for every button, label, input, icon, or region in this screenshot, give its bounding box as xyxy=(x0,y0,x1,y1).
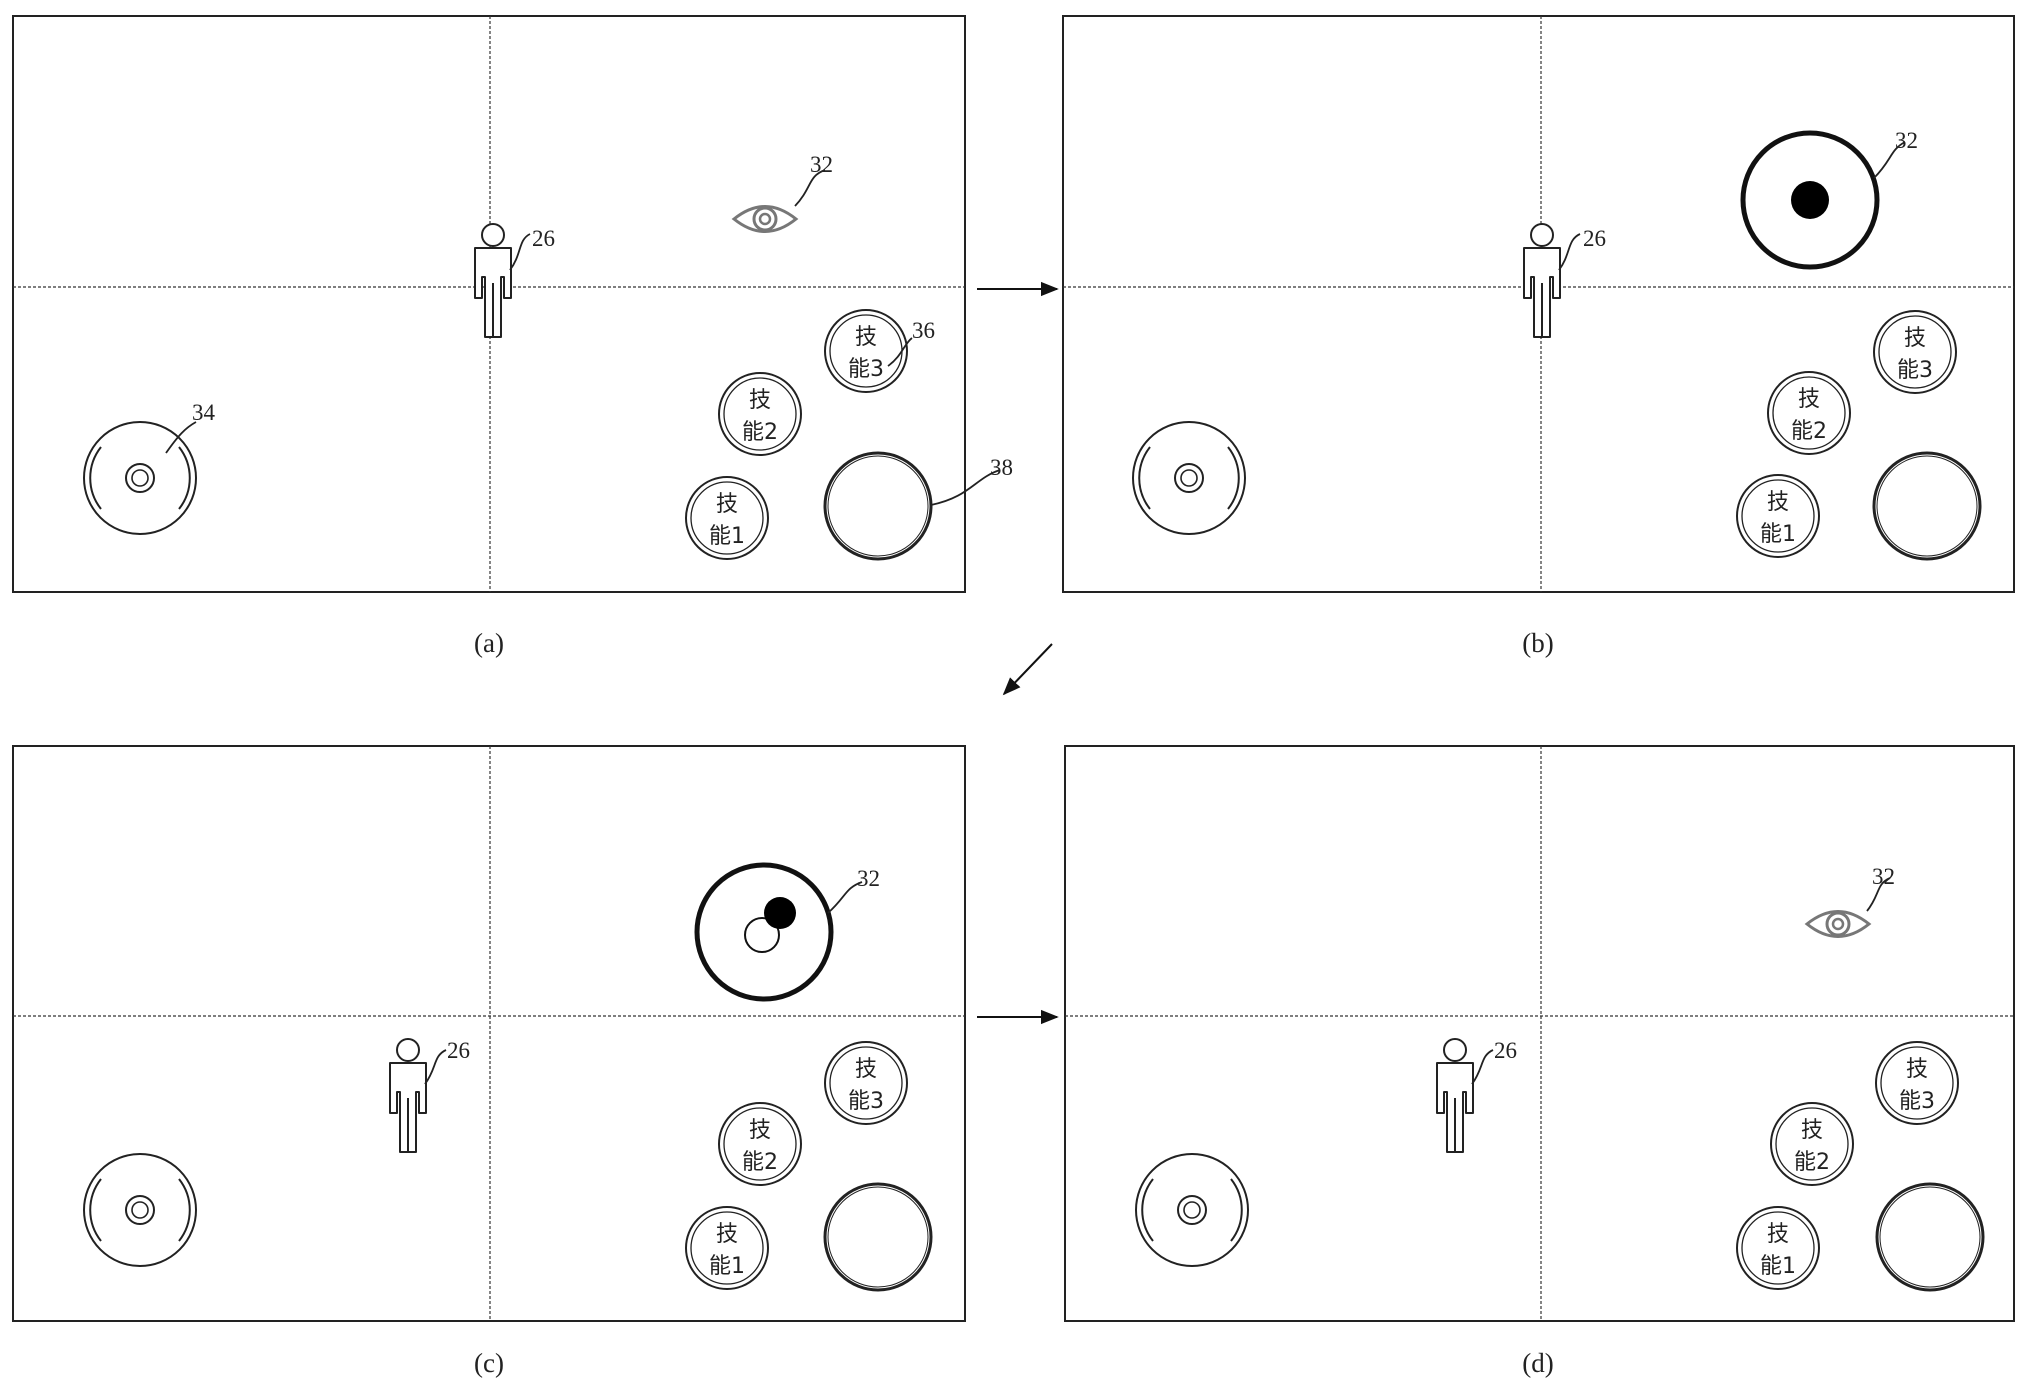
panel-caption: (d) xyxy=(1522,1348,1553,1378)
label-character: 26 xyxy=(447,1038,470,1063)
svg-text:技: 技 xyxy=(749,388,771,413)
label-attack: 38 xyxy=(990,455,1013,480)
joystick[interactable] xyxy=(1135,1153,1249,1267)
attack-button[interactable] xyxy=(1872,451,1982,561)
svg-text:能3: 能3 xyxy=(1897,358,1933,383)
panel-b: 26 32 技 能3 技 能2 技 能1 (b) xyxy=(1062,15,2015,658)
svg-text:技: 技 xyxy=(716,1222,738,1247)
label-view-control: 32 xyxy=(810,152,833,177)
skill-button-3[interactable]: 技 能3 xyxy=(1873,310,1957,394)
svg-text:技: 技 xyxy=(1801,1118,1823,1143)
svg-text:能1: 能1 xyxy=(709,1254,745,1279)
attack-button[interactable] xyxy=(823,1182,933,1292)
view-control-dragging[interactable] xyxy=(694,862,834,1002)
svg-text:技: 技 xyxy=(1798,387,1820,412)
svg-text:技: 技 xyxy=(855,325,877,350)
svg-text:技: 技 xyxy=(855,1057,877,1082)
label-view-control: 32 xyxy=(857,866,880,891)
svg-text:能2: 能2 xyxy=(742,1150,778,1175)
svg-text:能1: 能1 xyxy=(709,524,745,549)
svg-text:能2: 能2 xyxy=(742,420,778,445)
joystick[interactable] xyxy=(83,421,197,535)
panel-d: 26 32 技 能3 技 能2 技 能1 (d) xyxy=(1064,745,2015,1378)
arrow-b-to-c xyxy=(1002,643,1053,696)
skill-button-2[interactable]: 技 能2 xyxy=(718,1102,802,1186)
skill-button-1[interactable]: 技 能1 xyxy=(685,1206,769,1290)
skill-button-1[interactable]: 技 能1 xyxy=(1736,1206,1820,1290)
panel-c: 26 32 技 能3 技 能2 技 能1 (c) xyxy=(12,745,966,1378)
svg-text:技: 技 xyxy=(1767,1222,1789,1247)
skill-button-1[interactable]: 技 能1 xyxy=(685,476,769,560)
svg-text:能3: 能3 xyxy=(848,1089,884,1114)
label-joystick: 34 xyxy=(192,400,216,425)
skill-button-2[interactable]: 技 能2 xyxy=(1767,371,1851,455)
skill-button-2[interactable]: 技 能2 xyxy=(718,372,802,456)
view-control-active[interactable] xyxy=(1740,130,1880,270)
svg-text:技: 技 xyxy=(1767,490,1789,515)
svg-text:能2: 能2 xyxy=(1791,419,1827,444)
svg-text:能3: 能3 xyxy=(1899,1089,1935,1114)
svg-text:能1: 能1 xyxy=(1760,522,1796,547)
svg-text:技: 技 xyxy=(1904,326,1926,351)
skill-button-3[interactable]: 技 能3 xyxy=(824,1041,908,1125)
skill-button-2[interactable]: 技 能2 xyxy=(1770,1102,1854,1186)
skill-button-1[interactable]: 技 能1 xyxy=(1736,474,1820,558)
label-character: 26 xyxy=(1494,1038,1517,1063)
panel-caption: (a) xyxy=(474,628,504,658)
label-view-control: 32 xyxy=(1895,128,1918,153)
label-character: 26 xyxy=(532,226,555,251)
skill-button-3[interactable]: 技 能3 xyxy=(1875,1041,1959,1125)
label-skill: 36 xyxy=(912,318,935,343)
panel-a: 26 32 34 技 能3 36 技 能2 技 能1 38 (a) xyxy=(12,15,1013,658)
joystick[interactable] xyxy=(83,1153,197,1267)
panel-caption: (b) xyxy=(1522,628,1553,658)
svg-text:技: 技 xyxy=(749,1118,771,1143)
svg-text:技: 技 xyxy=(1906,1057,1928,1082)
joystick[interactable] xyxy=(1132,421,1246,535)
panel-caption: (c) xyxy=(474,1348,504,1378)
svg-text:能1: 能1 xyxy=(1760,1254,1796,1279)
label-character: 26 xyxy=(1583,226,1606,251)
svg-text:能2: 能2 xyxy=(1794,1150,1830,1175)
attack-button[interactable] xyxy=(823,451,933,561)
svg-text:技: 技 xyxy=(716,492,738,517)
svg-text:能3: 能3 xyxy=(848,357,884,382)
label-view-control: 32 xyxy=(1872,864,1895,889)
skill-button-3[interactable]: 技 能3 xyxy=(824,309,908,393)
attack-button[interactable] xyxy=(1875,1182,1985,1292)
